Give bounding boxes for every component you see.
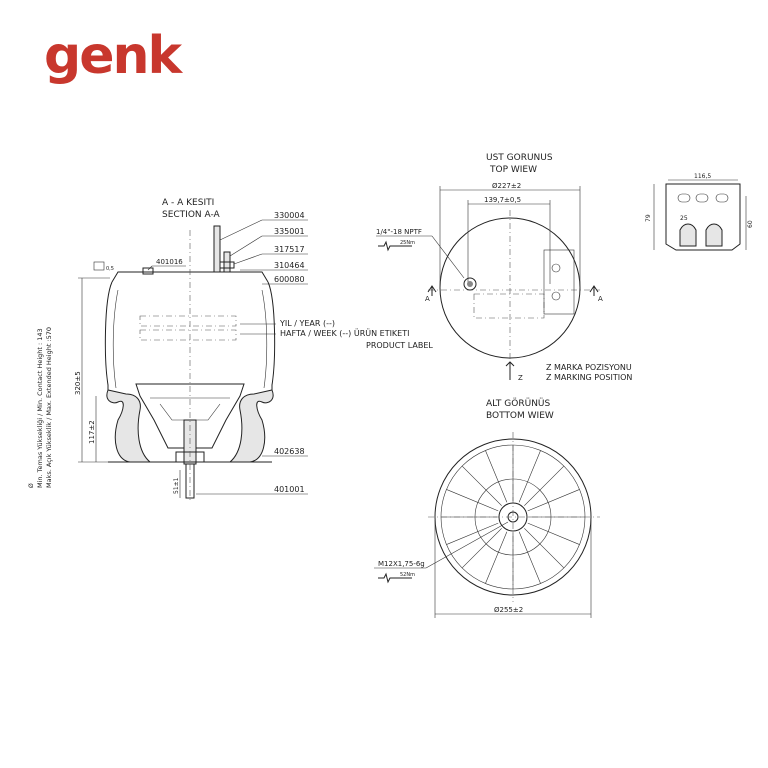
top-view-title-tr: UST GORUNUS	[486, 153, 553, 163]
section-title-tr: A - A KESITI	[162, 198, 214, 208]
callout-401001: 401001	[274, 485, 305, 494]
marking-en: Z MARKING POSITION	[546, 373, 632, 382]
diameter-mark: Ø	[28, 483, 35, 488]
piston-rib	[485, 531, 508, 584]
piston-rib	[524, 528, 565, 569]
piston-rib	[518, 450, 541, 503]
port-label: 1/4"-18 NPTF	[376, 228, 422, 236]
bracket-slot-2	[695, 193, 709, 203]
piston-outer-rim	[434, 438, 592, 596]
side-height-left: 79	[645, 214, 652, 222]
bottom-view-title-en: BOTTOM WIEW	[486, 411, 554, 421]
brand-logo: genk	[44, 26, 182, 86]
section-arrow-left	[427, 285, 437, 296]
wrench-icon-bottom	[378, 572, 412, 584]
callout-402638: 402638	[274, 447, 305, 456]
marking-tr: Z MARKA POZISYONU	[546, 363, 632, 372]
side-inner: 25	[680, 215, 688, 222]
piston-rib	[485, 450, 508, 503]
air-port	[463, 277, 477, 291]
port-torque: 25Nm	[400, 240, 415, 246]
side-width: 116,5	[694, 173, 711, 180]
z-label: Z	[518, 374, 523, 382]
callouts: 330004 335001 317517 310464 600080 40101…	[147, 211, 433, 495]
label-product: PRODUCT LABEL	[366, 341, 433, 350]
z-arrow	[505, 361, 515, 380]
wrench-icon	[378, 240, 412, 252]
bracket-outline	[665, 183, 741, 251]
piston-rib	[446, 522, 499, 545]
extended-height-note: Maks. Açık Yükseklik / Max. Extended Hei…	[45, 327, 53, 488]
bottom-view-title-tr: ALT GÖRÜNÜS	[486, 398, 551, 409]
label-week: HAFTA / WEEK (--) ÜRÜN ETIKETI	[280, 328, 409, 338]
air-port-core	[467, 281, 473, 287]
section-view: A - A KESITI SECTION A-A 0,5	[28, 198, 433, 500]
thread-leader	[425, 521, 509, 569]
bottom-view: ALT GÖRÜNÜS BOTTOM WIEW Ø255±2 M12X1,75-…	[374, 398, 600, 618]
top-bracket	[543, 249, 575, 315]
piston-rib	[527, 522, 580, 545]
top-diameter: Ø227±2	[492, 182, 521, 190]
piston-rib	[446, 489, 499, 512]
top-view-title-en: TOP WIEW	[489, 165, 537, 175]
section-title-en: SECTION A-A	[162, 210, 221, 220]
year-label-box	[139, 315, 237, 327]
rolling-lobe-right	[228, 389, 274, 463]
bracket-boss-1	[679, 223, 697, 247]
thread-label: M12X1,75-6g	[378, 560, 425, 568]
bellows-inner-left	[112, 289, 119, 389]
section-arrow-right	[589, 285, 599, 296]
bottom-torque: 52Nm	[400, 572, 415, 578]
corner-mark-box	[93, 261, 105, 271]
stroke-dimension: 117±2	[88, 420, 96, 444]
rolling-lobe-left	[106, 389, 152, 463]
callout-401016: 401016	[156, 258, 183, 266]
bracket-hole-2	[551, 291, 561, 301]
piston-rib	[524, 465, 565, 506]
contact-height-note: Min. Temas Yüksekliği / Min. Contact Hei…	[36, 328, 44, 488]
top-label-box	[473, 293, 545, 319]
callout-330004: 330004	[274, 211, 305, 220]
callout-317517: 317517	[274, 245, 305, 254]
bracket-boss-2	[705, 223, 723, 247]
section-a-right: A	[598, 295, 603, 303]
fitting-nut	[219, 261, 235, 269]
piston-rib	[518, 531, 541, 584]
week-label-box	[139, 329, 237, 341]
bracket-hole-1	[551, 263, 561, 273]
side-view: 116,5 25 79 60	[645, 173, 754, 251]
top-view: UST GORUNUS TOP WIEW Ø227±2 139,7±0,5 1/…	[376, 153, 632, 382]
label-year: YIL / YEAR (--)	[279, 319, 335, 328]
callout-600080: 600080	[274, 275, 305, 284]
callout-335001: 335001	[274, 227, 305, 236]
bottom-diameter: Ø255±2	[494, 606, 523, 614]
bracket-slot-3	[715, 193, 729, 203]
piston-rib	[461, 465, 502, 506]
bracket-slot-1	[677, 193, 691, 203]
piston-rib	[527, 489, 580, 512]
top-bolt-head	[142, 267, 154, 275]
piston-rib	[461, 528, 502, 569]
bellows-inner-right	[261, 289, 268, 389]
side-height-right: 60	[747, 220, 754, 228]
bellows-right-wall	[267, 281, 276, 390]
corner-mark-label: 0,5	[106, 266, 114, 272]
mounting-stud-top	[213, 225, 221, 273]
section-a-left: A	[425, 295, 430, 303]
height-dimension: 320±5	[74, 371, 82, 395]
piston	[135, 383, 245, 449]
port-leader	[431, 235, 465, 279]
bolt-spacing: 139,7±0,5	[484, 196, 521, 204]
bellows-left-wall	[104, 281, 113, 390]
stud-dimension: 51±1	[173, 477, 180, 494]
callout-310464: 310464	[274, 261, 305, 270]
